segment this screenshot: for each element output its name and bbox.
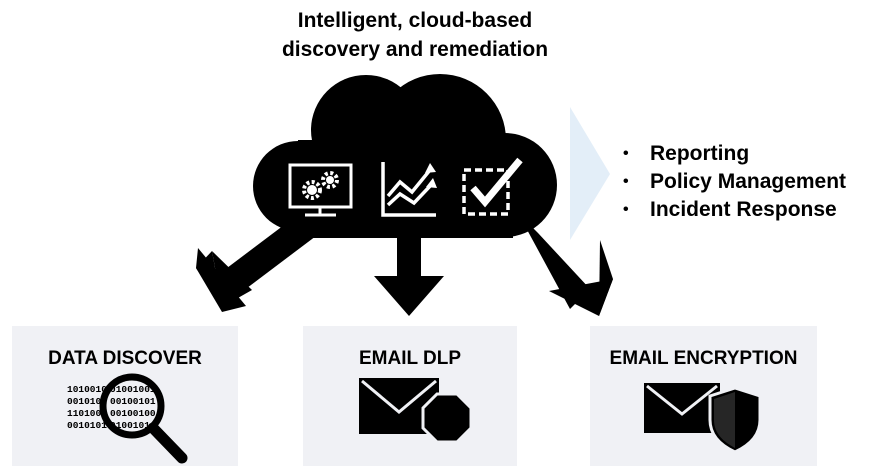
list-item: •Incident Response bbox=[620, 196, 846, 224]
card-title: EMAIL DLP bbox=[358, 348, 462, 369]
arrow-left bbox=[196, 213, 320, 312]
svg-text:1101000: 1101000 bbox=[67, 408, 107, 419]
title-line-2: discovery and remediation bbox=[281, 38, 549, 61]
title-line-1: Intelligent, cloud-based bbox=[297, 9, 533, 32]
monitor-gears-icon bbox=[288, 163, 353, 217]
svg-text:0010101: 0010101 bbox=[67, 396, 107, 407]
line-chart-icon bbox=[381, 162, 437, 217]
diagram-title: Intelligent, cloud-based discovery and r… bbox=[230, 6, 600, 64]
card-title: EMAIL ENCRYPTION bbox=[609, 348, 798, 369]
svg-text:01001001: 01001001 bbox=[110, 384, 156, 395]
list-item: •Reporting bbox=[620, 140, 846, 168]
svg-text:01001011: 01001011 bbox=[110, 420, 156, 431]
cloud-diagram bbox=[196, 74, 613, 316]
list-item: •Policy Management bbox=[620, 168, 846, 196]
bullet-icon: • bbox=[623, 173, 629, 190]
arrow-center bbox=[374, 233, 444, 316]
card-data-discover: DATA DISCOVER 1010010 0010101 1101000 00… bbox=[12, 326, 238, 466]
svg-text:00100100: 00100100 bbox=[110, 408, 156, 419]
chevron-arrow bbox=[570, 107, 610, 240]
bullet-icon: • bbox=[623, 201, 629, 218]
card-title: DATA DISCOVER bbox=[48, 348, 202, 369]
arrow-right bbox=[518, 213, 613, 316]
envelope-stop-icon bbox=[359, 378, 473, 444]
svg-text:0010101: 0010101 bbox=[67, 420, 107, 431]
svg-text:1010010: 1010010 bbox=[67, 384, 107, 395]
card-email-encryption: EMAIL ENCRYPTION bbox=[590, 326, 817, 466]
bullet-icon: • bbox=[623, 145, 629, 162]
card-email-dlp: EMAIL DLP bbox=[303, 326, 517, 466]
svg-text:00100101: 00100101 bbox=[110, 396, 156, 407]
envelope-shield-icon bbox=[644, 383, 762, 454]
checkbox-icon bbox=[462, 157, 523, 216]
feature-list: •Reporting •Policy Management •Incident … bbox=[620, 140, 846, 224]
magnifier-binary-icon: 1010010 0010101 1101000 0010101 01001001… bbox=[67, 373, 188, 464]
